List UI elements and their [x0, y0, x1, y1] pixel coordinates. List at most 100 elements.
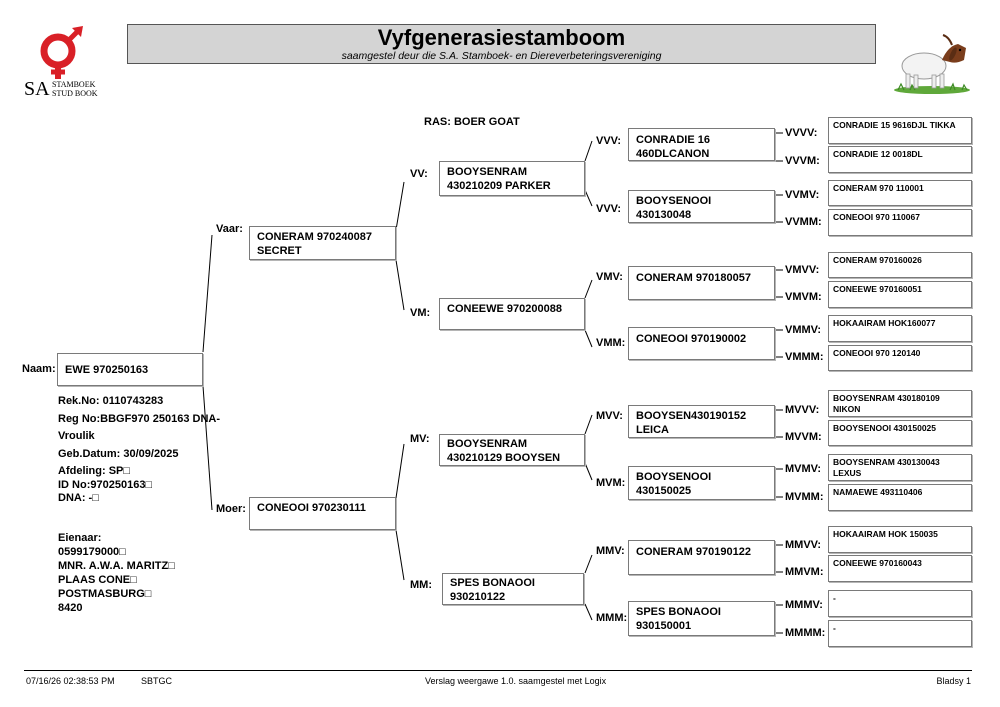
- mvv-label: MVV:: [596, 410, 623, 422]
- mmmv-box: -: [828, 590, 972, 617]
- reg-no: Reg No:BBGF970 250163 DNA-: [58, 412, 220, 425]
- mvmm-name: NAMAEWE 493110406: [833, 487, 923, 497]
- vaar-box: CONERAM 970240087 SECRET: [249, 226, 396, 260]
- mvvm-label: MVVM:: [785, 431, 822, 443]
- mvm-box: BOOYSENOOI 430150025: [628, 466, 775, 500]
- footer-page-number: Bladsy 1: [936, 676, 971, 686]
- vmvv-name: CONERAM 970160026: [833, 255, 922, 265]
- id-no: ID No:970250163□: [58, 478, 153, 491]
- vmvm-label: VMVM:: [785, 291, 822, 303]
- vmv-label: VMV:: [596, 271, 623, 283]
- owner-details: Eienaar: 0599179000□ MNR. A.W.A. MARITZ□…: [58, 531, 175, 615]
- mvmv-label: MVMV:: [785, 463, 822, 475]
- boer-goat-illustration: [894, 34, 970, 94]
- vvm-name: BOOYSENOOI 430130048: [636, 195, 712, 221]
- vvv-label: VVV:: [596, 135, 622, 147]
- vmm-box: CONEOOI 970190002: [628, 327, 775, 360]
- mm-label: MM:: [410, 579, 432, 591]
- logo-sa-text: SA: [24, 78, 50, 100]
- vvvm-box: CONRADIE 12 0018DL: [828, 146, 972, 173]
- vmmm-label: VMMM:: [785, 351, 824, 363]
- vvmv-name: CONERAM 970 110001: [833, 183, 924, 193]
- owner-line2: MNR. A.W.A. MARITZ□: [58, 560, 175, 572]
- sa-studbook-logo: SA STAMBOEK STUD BOOK: [24, 26, 106, 102]
- report-subtitle: saamgestel deur die S.A. Stamboek- en Di…: [341, 50, 662, 62]
- vmmm-box: CONEOOI 970 120140: [828, 345, 972, 371]
- birth-date: Geb.Datum: 30/09/2025: [58, 447, 179, 460]
- mvm-label: MVM:: [596, 477, 626, 489]
- vvvv-box: CONRADIE 15 9616DJL TIKKA: [828, 117, 972, 144]
- animal-name: EWE 970250163: [65, 364, 149, 376]
- vv-box: BOOYSENRAM 430210209 PARKER: [439, 161, 585, 196]
- vv-label: VV:: [410, 168, 428, 180]
- vaar-label: Vaar:: [216, 223, 243, 235]
- footer-version: Verslag weergawe 1.0. saamgestel met Log…: [425, 676, 607, 686]
- mvv-box: BOOYSEN430190152 LEICA: [628, 405, 775, 438]
- vmmm-name: CONEOOI 970 120140: [833, 348, 921, 358]
- naam-label: Naam:: [22, 363, 56, 375]
- breed-label: RAS: BOER GOAT: [424, 116, 520, 128]
- vvvm-name: CONRADIE 12 0018DL: [833, 149, 923, 159]
- vmmv-name: HOKAAIRAM HOK160077: [833, 318, 936, 328]
- vvmv-box: CONERAM 970 110001: [828, 180, 972, 206]
- mvm-name: BOOYSENOOI 430150025: [636, 471, 712, 497]
- vvv-name: CONRADIE 16 460DLCANON: [636, 134, 710, 160]
- mmvm-box: CONEEWE 970160043: [828, 555, 972, 582]
- animal-details: Rek.No: 0110743283 Reg No:BBGF970 250163…: [58, 393, 220, 508]
- mv-name: BOOYSENRAM 430210129 BOOYSEN: [447, 438, 561, 464]
- mmv-box: CONERAM 970190122: [628, 540, 775, 575]
- mvvm-name: BOOYSENOOI 430150025: [833, 423, 937, 433]
- vvvm-label: VVVM:: [785, 155, 820, 167]
- logo-stamboek-text: STAMBOEK: [52, 80, 96, 89]
- vmvm-name: CONEEWE 970160051: [833, 284, 922, 294]
- vm-name: CONEEWE 970200088: [447, 303, 562, 315]
- mmv-label: MMV:: [596, 545, 625, 557]
- vvm-box: BOOYSENOOI 430130048: [628, 190, 775, 223]
- vvmm-label: VVMM:: [785, 216, 822, 228]
- vvm-label: VVV:: [596, 203, 622, 215]
- mmv-name: CONERAM 970190122: [636, 546, 751, 558]
- report-header: Vyfgenerasiestamboom saamgestel deur die…: [127, 24, 876, 64]
- vmm-label: VMM:: [596, 337, 626, 349]
- vvv-box: CONRADIE 16 460DLCANON: [628, 128, 775, 161]
- moer-label: Moer:: [216, 503, 246, 515]
- mmm-label: MMM:: [596, 612, 628, 624]
- footer-code: SBTGC: [141, 676, 173, 686]
- footer-datetime: 07/16/26 02:38:53 PM: [26, 676, 115, 686]
- vmvm-box: CONEEWE 970160051: [828, 281, 972, 308]
- owner-label: Eienaar:: [58, 532, 102, 544]
- mvv-name: BOOYSEN430190152 LEICA: [636, 410, 747, 436]
- mvmv-name: BOOYSENRAM 430130043 LEXUS: [833, 457, 940, 478]
- footer-divider: [24, 670, 972, 671]
- vvvv-name: CONRADIE 15 9616DJL TIKKA: [833, 120, 956, 130]
- mm-name: SPES BONAOOI 930210122: [450, 577, 535, 603]
- vmmv-box: HOKAAIRAM HOK160077: [828, 315, 972, 342]
- vvmm-name: CONEOOI 970 110067: [833, 212, 920, 222]
- mm-box: SPES BONAOOI 930210122: [442, 573, 584, 605]
- vaar-name: CONERAM 970240087 SECRET: [257, 231, 372, 257]
- division: Afdeling: SP□: [58, 465, 131, 477]
- vmv-box: CONERAM 970180057: [628, 266, 775, 300]
- moer-box: CONEOOI 970230111: [249, 497, 396, 530]
- mmmm-label: MMMM:: [785, 627, 826, 639]
- mmmv-name: -: [833, 593, 836, 603]
- vv-name: BOOYSENRAM 430210209 PARKER: [447, 166, 551, 192]
- mvvm-box: BOOYSENOOI 430150025: [828, 420, 972, 446]
- mvmm-label: MVMM:: [785, 491, 824, 503]
- vmmv-label: VMMV:: [785, 324, 822, 336]
- vmv-name: CONERAM 970180057: [636, 272, 751, 284]
- report-title: Vyfgenerasiestamboom: [377, 25, 626, 50]
- owner-line5: 8420: [58, 602, 83, 614]
- vmm-name: CONEOOI 970190002: [636, 333, 747, 345]
- mvvv-name: BOOYSENRAM 430180109 NIKON: [833, 393, 940, 414]
- mmm-box: SPES BONAOOI 930150001: [628, 601, 775, 636]
- mmm-name: SPES BONAOOI 930150001: [636, 606, 721, 632]
- sex: Vroulik: [58, 430, 95, 442]
- rek-no: Rek.No: 0110743283: [58, 395, 164, 407]
- mvmm-box: NAMAEWE 493110406: [828, 484, 972, 511]
- mmvv-box: HOKAAIRAM HOK 150035: [828, 526, 972, 553]
- mmvv-name: HOKAAIRAM HOK 150035: [833, 529, 938, 539]
- mmmm-box: -: [828, 620, 972, 647]
- owner-line3: PLAAS CONE□: [58, 574, 137, 586]
